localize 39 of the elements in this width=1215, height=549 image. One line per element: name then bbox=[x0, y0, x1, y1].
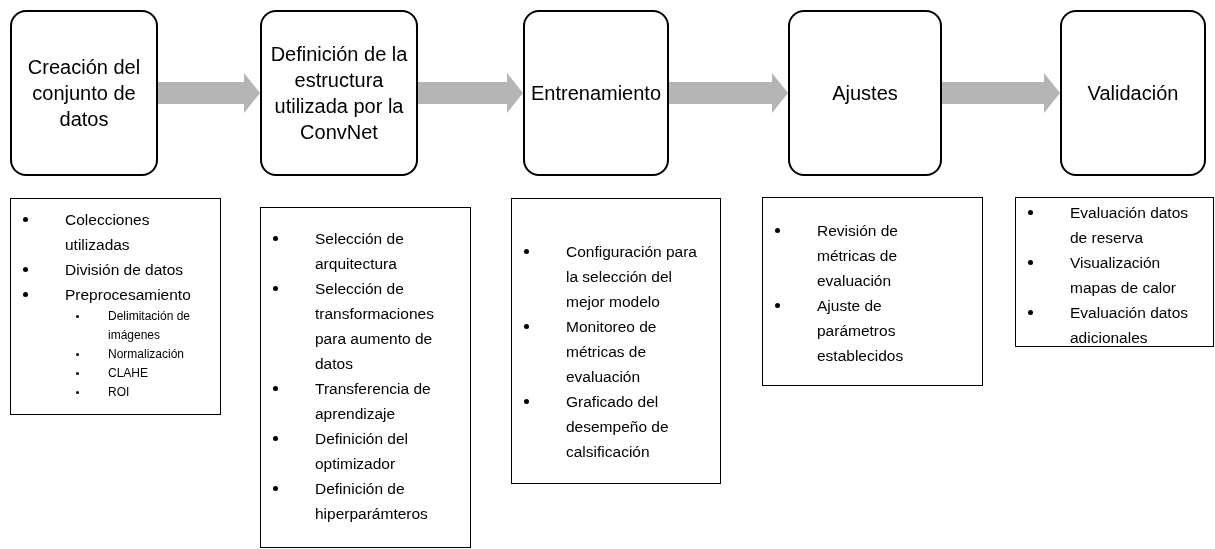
list-item: Delimitación de imágenes bbox=[108, 308, 192, 344]
list-item: Definición del optimizador bbox=[315, 429, 410, 474]
process-box bbox=[1060, 10, 1206, 176]
list-item: Visualización mapas de calor bbox=[1070, 253, 1177, 298]
list-item: Transferencia de aprendizaje bbox=[315, 379, 432, 424]
list-item: Graficado del desempeño de calsificación bbox=[566, 392, 670, 462]
list-item: ROI bbox=[108, 384, 130, 401]
process-box bbox=[788, 10, 942, 176]
step-title: Entrenamiento bbox=[530, 81, 662, 106]
bullet-list-box bbox=[762, 197, 983, 386]
list-item: Colecciones utilizadas bbox=[65, 210, 151, 255]
process-box bbox=[523, 10, 669, 176]
step-title: Creación del conjunto de datos bbox=[26, 55, 142, 132]
process-box bbox=[10, 10, 158, 176]
bullet-list-box bbox=[260, 207, 471, 548]
list-item: Monitoreo de métricas de evaluación bbox=[566, 317, 658, 387]
block-arrow bbox=[418, 73, 523, 113]
list-item: CLAHE bbox=[108, 365, 148, 382]
process-box bbox=[260, 10, 418, 176]
list-item: Ajuste de parámetros establecidos bbox=[817, 296, 905, 366]
list-item: Selección de transformaciones para aumento de datos bbox=[315, 279, 435, 374]
bullet-list-box bbox=[10, 198, 221, 415]
bullet-list-box bbox=[1015, 197, 1214, 347]
list-item: Selección de arquitectura bbox=[315, 229, 405, 274]
bullet-list-box bbox=[511, 198, 721, 484]
step-title: Definición de la estructura utilizada por la ConvNet bbox=[270, 42, 408, 145]
step-title: Ajustes bbox=[832, 81, 898, 106]
block-arrow bbox=[942, 73, 1060, 113]
list-item: Normalización bbox=[108, 346, 185, 363]
list-item: Preprocesamiento bbox=[65, 285, 191, 305]
step-title: Validación bbox=[1087, 81, 1179, 106]
block-arrow bbox=[158, 73, 260, 113]
list-item: Configuración para la selección del mejor modelo bbox=[566, 242, 698, 312]
list-item: División de datos bbox=[65, 260, 184, 280]
list-item: Evaluación datos adicionales bbox=[1070, 303, 1190, 348]
list-item: Revisión de métricas de evaluación bbox=[817, 221, 899, 291]
list-item: Definición de hiperparámteros bbox=[315, 479, 429, 524]
block-arrow bbox=[669, 73, 788, 113]
list-item: Evaluación datos de reserva bbox=[1070, 203, 1190, 248]
